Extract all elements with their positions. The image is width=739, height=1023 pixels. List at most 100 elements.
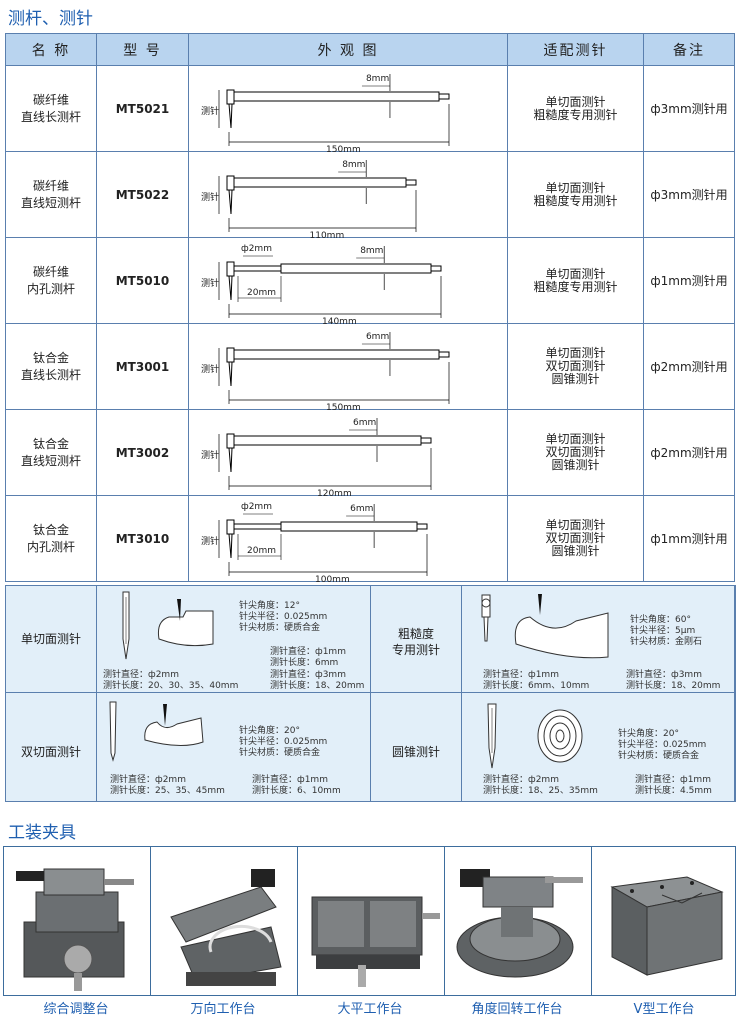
rod-diameter-label: 6mm	[365, 332, 390, 342]
section-title-probes: 测杆、测针	[8, 9, 93, 29]
single-tip-radius: 针尖半径：0.025mm	[239, 612, 328, 622]
rod-probes: 单切面测针粗糙度专用测针	[507, 65, 644, 152]
rod-model: MT3010	[96, 495, 189, 582]
stylus-shape	[228, 189, 233, 215]
single-spec-a1: 测针长度：20、30、35、40mm	[103, 681, 239, 691]
probe-type-item: 单切面测针	[545, 94, 606, 109]
double-spec-b1: 测针长度：6、10mm	[252, 786, 341, 796]
double-tip-material: 针尖材质：硬质合金	[239, 748, 321, 758]
double-cut-probe-drawing	[109, 701, 204, 762]
rod-diameter-label: 8mm	[342, 160, 366, 170]
rod-probes: 单切面测针粗糙度专用测针	[507, 237, 644, 324]
probe-single-label: 单切面测针	[20, 632, 81, 646]
rod-material: 钛合金	[32, 522, 69, 537]
fixture-photo-flat	[298, 847, 445, 995]
rod-material: 碳纤维	[32, 264, 69, 279]
rod-svg	[218, 246, 442, 318]
rod-remark: ф3mm测针用	[643, 65, 735, 152]
double-spec-a0: 测针直径：ф2mm	[110, 775, 186, 785]
rod-body	[280, 263, 432, 274]
rod-body	[232, 91, 440, 102]
probe-type-item: 双切面测针	[545, 445, 606, 459]
probe-type-item: 单切面测针	[545, 346, 606, 360]
fixture-label-1: 万向工作台	[190, 1002, 256, 1017]
fixture-flat-table-image	[311, 896, 440, 987]
rod-type: 内孔测杆	[26, 281, 75, 296]
rod-diameter-label: 6mm	[353, 418, 377, 428]
rough-tip-angle: 针尖角度：60°	[630, 615, 691, 625]
rod-svg	[218, 74, 450, 146]
rod-model: MT3002	[96, 409, 189, 496]
rod-probes: 单切面测针粗糙度专用测针	[507, 151, 644, 238]
cone-spec-b0: 测针直径：ф1mm	[635, 775, 711, 785]
fixture-label-2: 大平工作台	[337, 1002, 403, 1017]
rod-remark: ф2mm测针用	[643, 323, 735, 410]
thin-diameter-label: ф2mm	[241, 244, 272, 254]
stylus-shape	[228, 447, 233, 473]
rod-head	[226, 519, 235, 535]
fixture-photo-universal	[151, 847, 298, 995]
rod-length-label: 150mm	[326, 403, 361, 413]
fixtures-grid	[3, 846, 736, 996]
probe-type-item: 单切面测针	[545, 518, 606, 532]
probe-type-item: 双切面测针	[545, 359, 606, 373]
rod-model: MT5022	[96, 151, 189, 238]
probe-type-item: 单切面测针	[545, 432, 606, 446]
rod-name: 碳纤维直线短测杆	[5, 151, 97, 238]
probe-type-item: 粗糙度专用测针	[533, 107, 618, 122]
rod-end	[430, 265, 442, 272]
fixture-adjust-table-image	[16, 868, 134, 991]
double-tip-angle: 针尖角度：20°	[239, 726, 300, 736]
rod-svg	[218, 332, 450, 404]
rod-remark: ф1mm测针用	[643, 495, 735, 582]
rod-svg	[218, 160, 417, 232]
rod-svg	[218, 504, 428, 576]
rod-probes: 单切面测针双切面测针圆锥测针	[507, 495, 644, 582]
header-name: 名 称	[5, 33, 97, 66]
stylus-label: 测针	[201, 107, 220, 117]
stylus-label: 测针	[201, 451, 220, 461]
probe-type-item: 圆锥测针	[551, 458, 600, 472]
rod-material: 碳纤维	[32, 92, 69, 107]
stylus-label: 测针	[201, 193, 220, 203]
single-spec-a0: 测针直径：ф2mm	[103, 670, 179, 680]
rod-name: 钛合金直线短测杆	[5, 409, 97, 496]
header-appearance: 外 观 图	[188, 33, 508, 66]
rod-length-label: 110mm	[309, 231, 345, 241]
rod-model: MT5010	[96, 237, 189, 324]
rod-head	[226, 347, 235, 363]
probe-type-item: 圆锥测针	[551, 372, 600, 386]
rod-material: 钛合金	[32, 436, 69, 451]
stylus-shape	[228, 533, 233, 559]
rod-body	[232, 435, 422, 446]
thin-diameter-label: ф2mm	[241, 502, 272, 512]
probe-rod-table: 名 称 型 号 外 观 图 适配测针 备注 碳纤维直线长测杆 MT5021 8m…	[5, 33, 735, 585]
rod-material: 碳纤维	[32, 178, 69, 193]
cone-probe-drawing	[487, 703, 583, 769]
rod-diameter-label: 8mm	[365, 74, 390, 84]
fixture-v-table-image	[610, 876, 724, 976]
stylus-label: 测针	[201, 537, 220, 547]
rough-spec-a0: 测针直径：ф1mm	[483, 670, 559, 680]
fixture-photo-adjust	[4, 847, 151, 995]
single-spec-b1: 测针长度：6mm	[270, 658, 339, 668]
fixture-universal-table-image	[170, 869, 282, 986]
single-cut-probe-drawing	[122, 591, 214, 660]
rod-thin-section	[232, 523, 282, 530]
thin-length-label: 20mm	[247, 288, 276, 298]
rod-type: 直线长测杆	[20, 109, 81, 124]
double-tip-radius: 针尖半径：0.025mm	[239, 737, 328, 747]
rough-spec-b1: 测针长度：18、20mm	[626, 681, 721, 691]
rod-type: 内孔测杆	[26, 539, 75, 554]
